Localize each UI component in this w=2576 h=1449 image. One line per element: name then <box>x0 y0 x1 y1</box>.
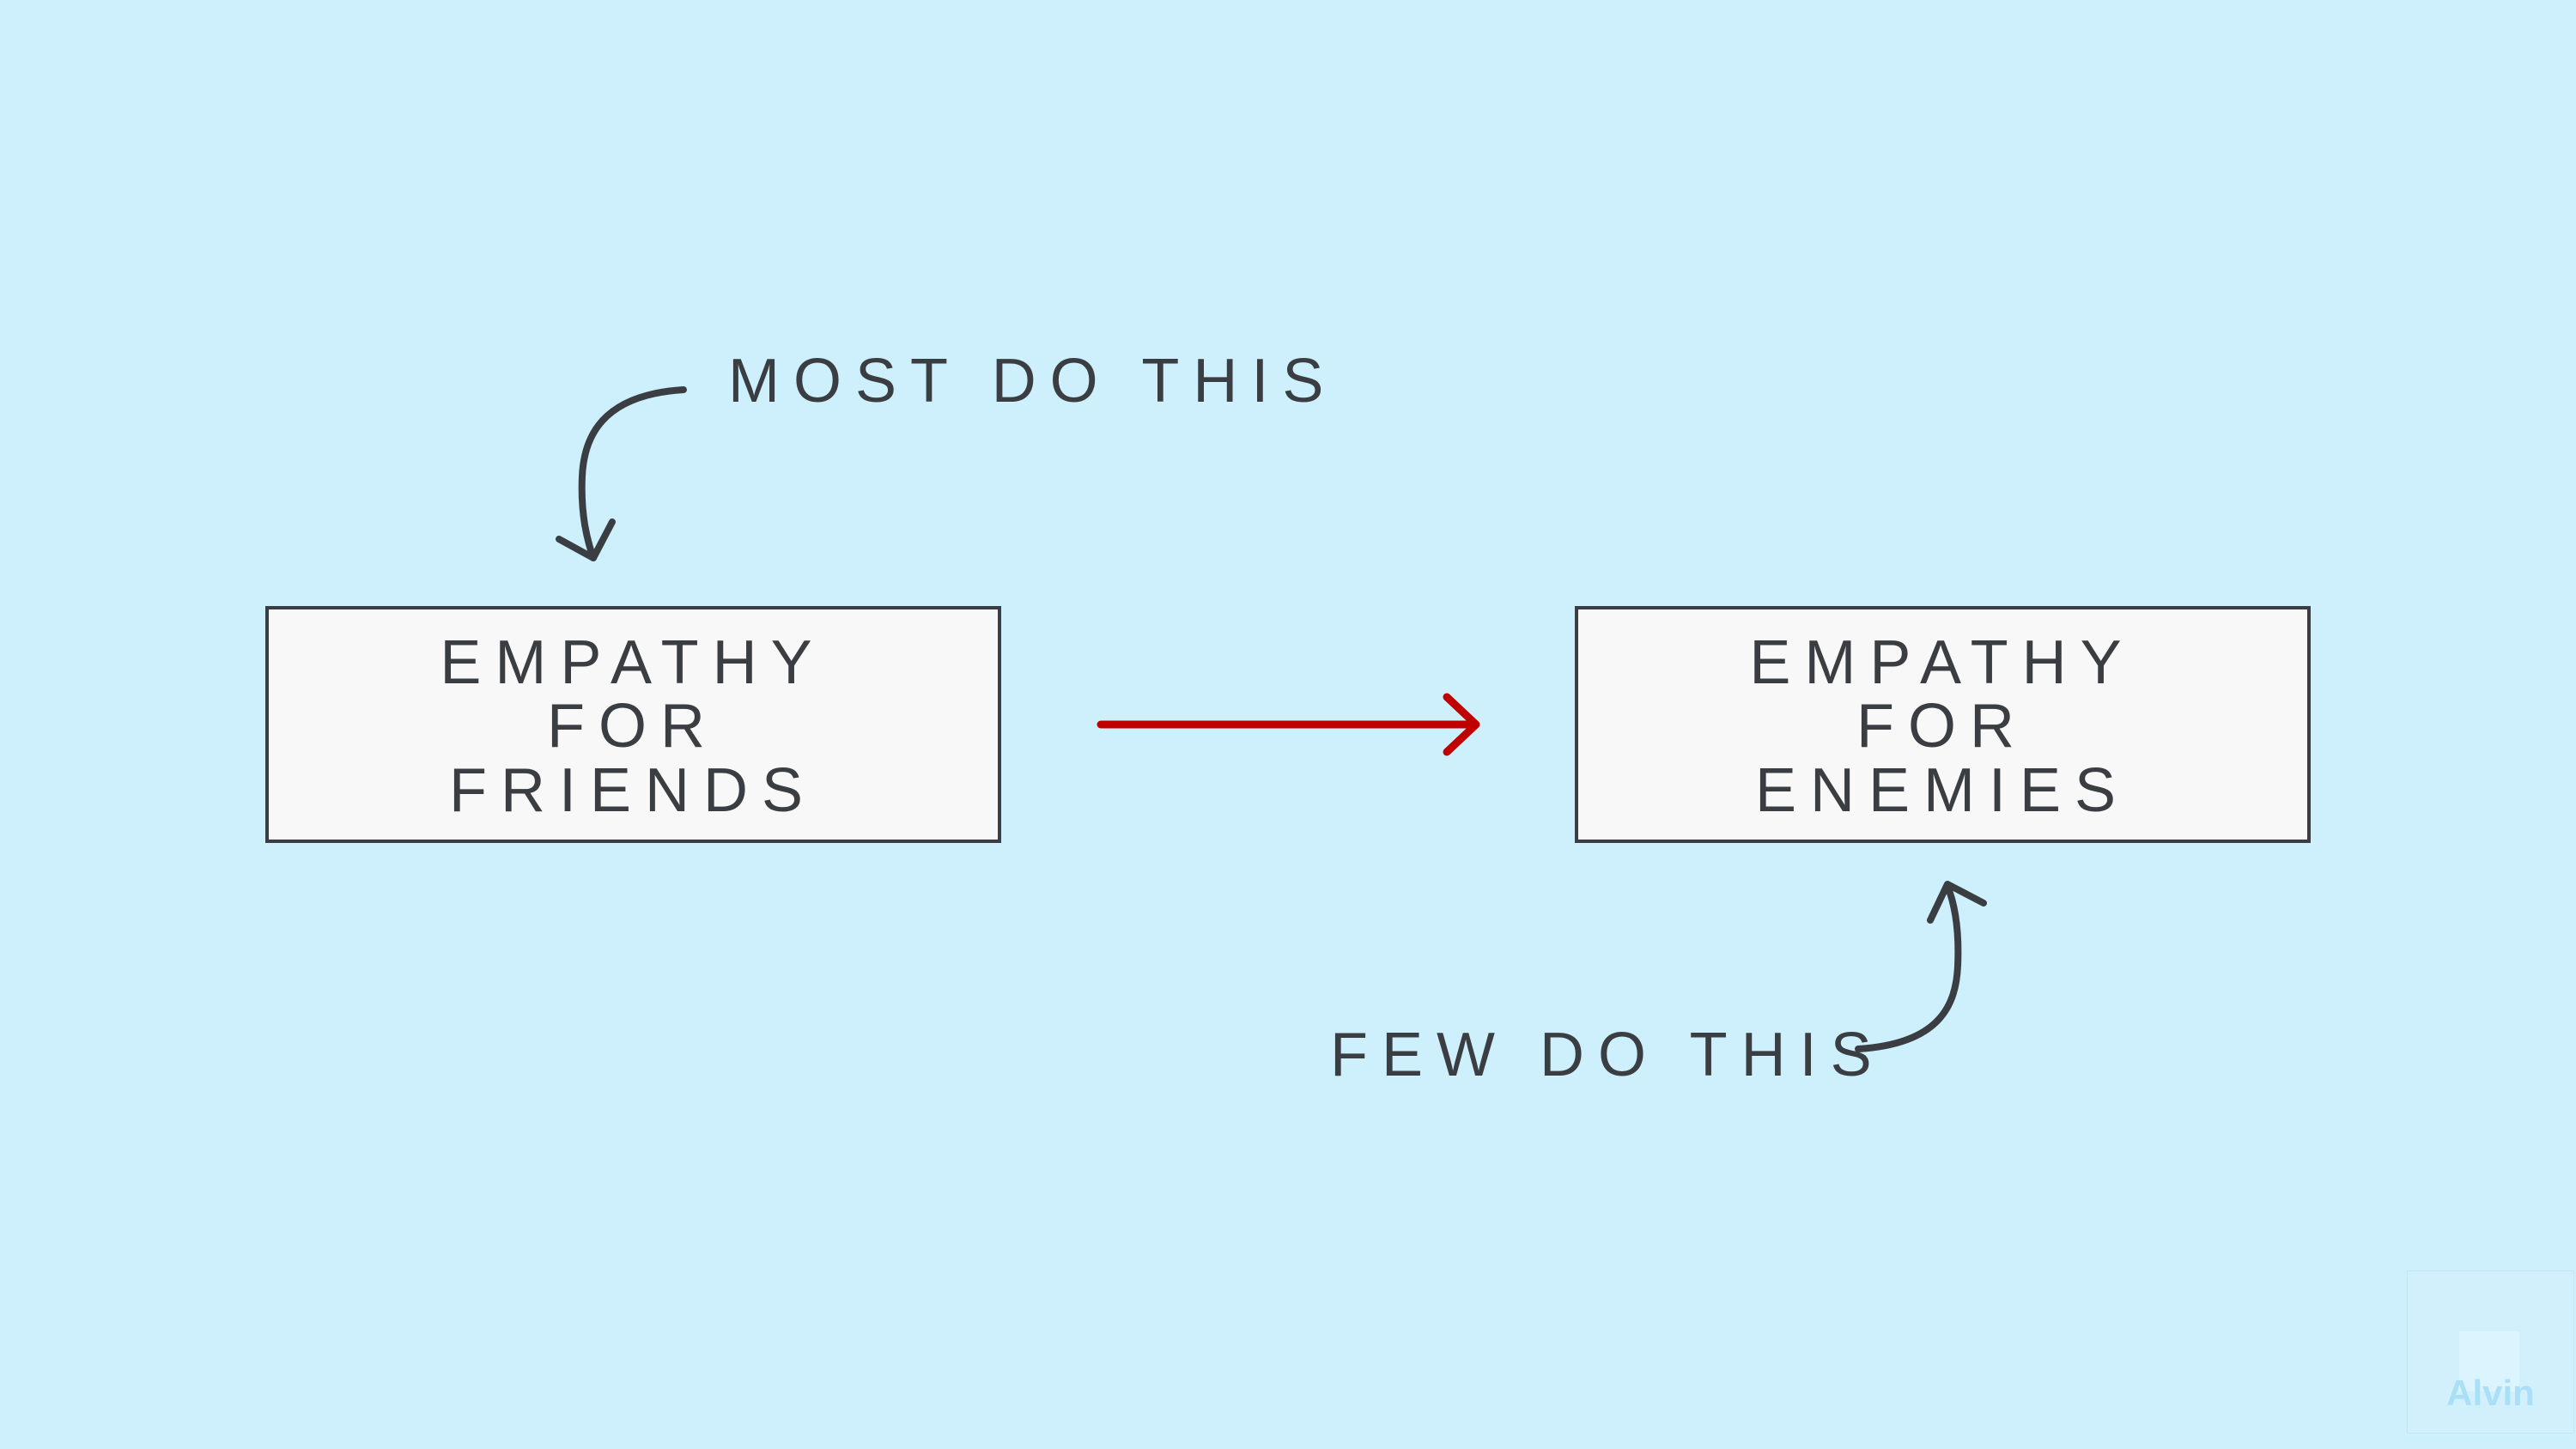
bottom-note-label: FEW DO THIS <box>1330 1021 1886 1089</box>
right-box-line-3: ENEMIES <box>1755 756 2129 825</box>
watermark: Alvin <box>2407 1270 2574 1434</box>
left-box-line-1: EMPATHY <box>440 628 825 697</box>
left-box: EMPATHY FOR FRIENDS <box>265 606 1001 843</box>
top-note-label: MOST DO THIS <box>728 347 1337 415</box>
curved-arrow-up-icon <box>1855 881 1987 1052</box>
curved-arrow-down-icon <box>556 386 687 561</box>
watermark-label: Alvin <box>2446 1373 2535 1413</box>
right-box: EMPATHY FOR ENEMIES <box>1575 606 2311 843</box>
left-box-line-3: FRIENDS <box>449 756 817 825</box>
left-box-frame <box>265 606 1001 843</box>
watermark-mark <box>2459 1331 2519 1391</box>
arrow-right-icon <box>1097 693 1480 756</box>
right-box-frame <box>1575 606 2311 843</box>
right-box-line-1: EMPATHY <box>1749 628 2135 697</box>
left-box-line-2: FOR <box>547 692 719 761</box>
right-box-line-2: FOR <box>1856 692 2028 761</box>
